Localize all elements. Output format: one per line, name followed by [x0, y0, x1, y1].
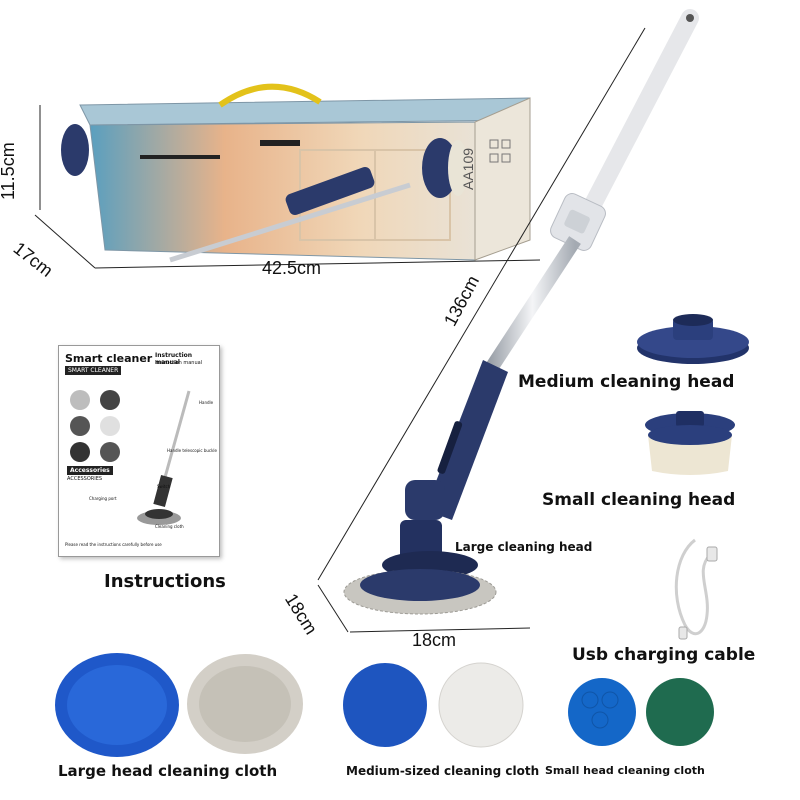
- large-head-label: Large cleaning head: [455, 540, 593, 554]
- product-box: AA109: [30, 80, 540, 280]
- manual-header-sub: Instruction manual: [155, 360, 203, 366]
- head-width-dimension: 18cm: [412, 630, 457, 650]
- instruction-manual: Smart cleaner SMART CLEANER Instruction …: [58, 345, 220, 557]
- manual-subtitle: SMART CLEANER: [65, 366, 122, 375]
- manual-accessories: Accessories: [67, 466, 113, 475]
- small-cleaning-head-image: [645, 411, 735, 475]
- manual-callout-cloth: Cleaning cloth: [155, 524, 184, 529]
- manual-note: Please read the instructions carefully b…: [65, 542, 162, 547]
- large-cloth-gray: [187, 654, 303, 754]
- large-cloth-label: Large head cleaning cloth: [58, 762, 278, 780]
- manual-callout-switch: Switch: [157, 484, 171, 489]
- small-cloth-green: [646, 678, 714, 746]
- manual-title: Smart cleaner: [65, 352, 153, 365]
- manual-callout-charging: Charging port: [89, 496, 117, 501]
- small-cleaning-head-label: Small cleaning head: [542, 490, 736, 510]
- manual-accessories-sub: ACCESSORIES: [67, 476, 103, 482]
- small-cloth-label: Small head cleaning cloth: [545, 764, 705, 777]
- medium-cloth-label: Medium-sized cleaning cloth: [346, 764, 540, 778]
- instructions-caption: Instructions: [104, 571, 226, 592]
- usb-cable-image: [674, 538, 718, 640]
- manual-header: Instruction manual: [155, 352, 193, 366]
- large-cloth-blue: [55, 653, 179, 757]
- medium-cleaning-head-image: [637, 314, 749, 364]
- manual-callout-handle: Handle: [199, 400, 214, 405]
- manual-cloth-swatches: [70, 390, 120, 462]
- usb-cable-label: Usb charging cable: [572, 645, 756, 665]
- box-length-dimension: 42.5cm: [262, 258, 322, 278]
- small-cloth-blue: [568, 678, 636, 746]
- manual-callout-buckle: Handle telescopic buckle: [167, 448, 217, 453]
- medium-cleaning-head-label: Medium cleaning head: [518, 372, 735, 392]
- medium-cloth-blue: [343, 663, 427, 747]
- medium-cloth-white: [438, 662, 524, 748]
- manual-product-drawing: [137, 390, 191, 525]
